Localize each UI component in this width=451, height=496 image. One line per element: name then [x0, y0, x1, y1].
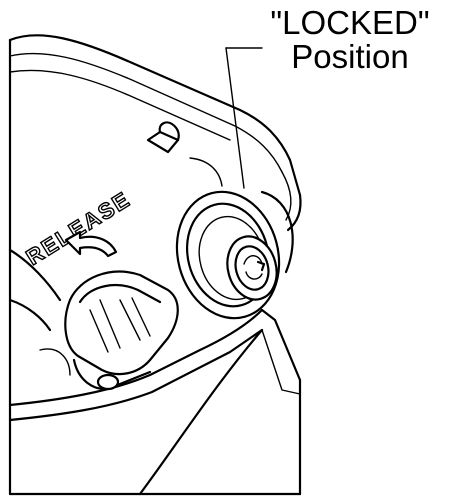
release-arrow-icon	[64, 230, 118, 258]
callout-leader	[225, 47, 263, 189]
position-label: Position	[291, 38, 409, 75]
release-text: RELEASE	[22, 186, 135, 270]
flip-cap	[64, 270, 179, 391]
locked-position-label: "LOCKED" Position	[250, 6, 450, 74]
curved-arrow-icon	[189, 157, 223, 187]
border-frame	[8, 38, 302, 496]
padlock-icon	[146, 121, 180, 154]
device-housing	[8, 34, 302, 496]
locked-label: "LOCKED"	[270, 4, 430, 41]
lock-dial	[175, 190, 294, 320]
